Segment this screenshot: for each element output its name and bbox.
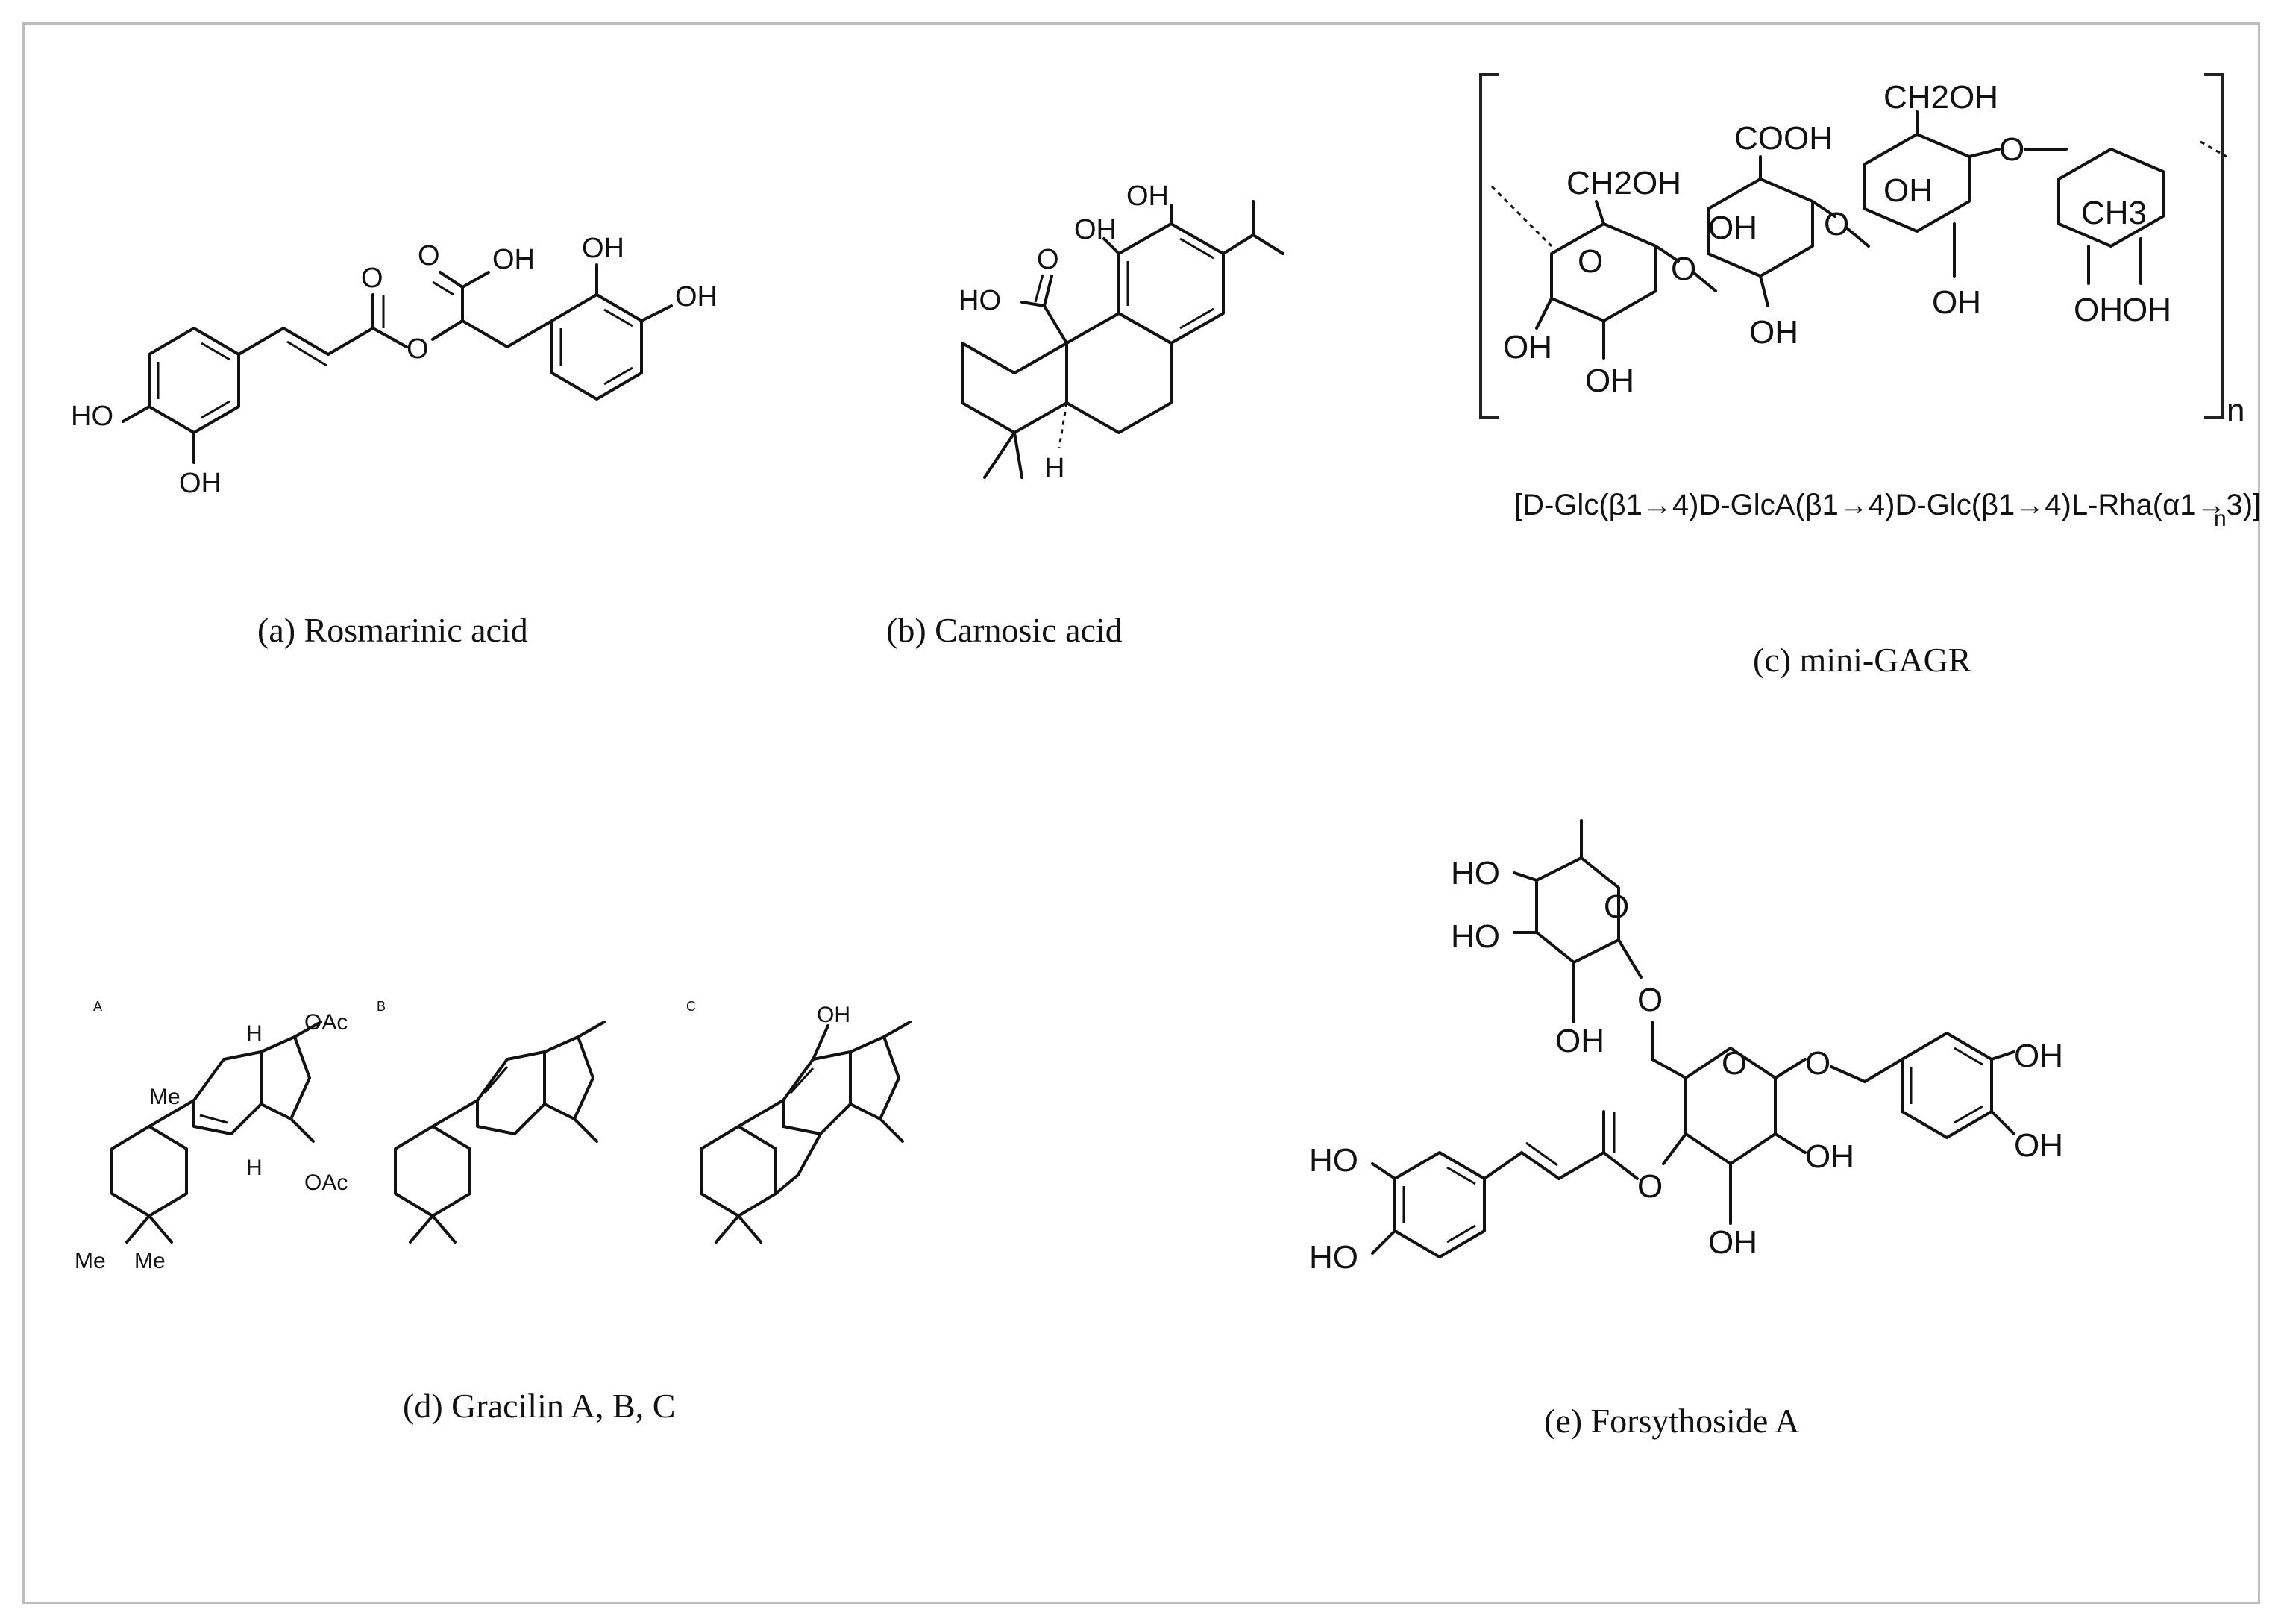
forsy-glc-oh-bottom: OH bbox=[1708, 1224, 1757, 1261]
gracilin-a-h-bottom: H bbox=[246, 1156, 263, 1180]
caption-rosmarinic-acid: (a) Rosmarinic acid bbox=[257, 611, 528, 649]
gagr-ch2oh-2: CH2OH bbox=[1883, 79, 1998, 116]
caption-carnosic-acid: (b) Carnosic acid bbox=[886, 611, 1123, 649]
forsy-ho-left-1: HO bbox=[1309, 1142, 1358, 1179]
rosmarinic-acid-oh-label: OH bbox=[492, 244, 535, 275]
rosmarinic-ester-o-label: O bbox=[361, 263, 383, 294]
forsy-glc-ring-o: O bbox=[1722, 1045, 1747, 1082]
forsy-glc-oh-right: OH bbox=[1805, 1138, 1854, 1175]
forsy-rha-ring-o: O bbox=[1604, 888, 1629, 925]
gracilin-c: OH bbox=[700, 1003, 912, 1244]
carnosic-h-label: H bbox=[1044, 453, 1064, 484]
caption-gracilin: (d) Gracilin A, B, C bbox=[403, 1387, 675, 1425]
gracilin-b bbox=[394, 1021, 606, 1244]
gagr-ch2oh-1: CH2OH bbox=[1566, 165, 1681, 201]
rosmarinic-acid-o-label: O bbox=[418, 240, 440, 272]
gagr-link-o-2: O bbox=[1824, 206, 1849, 242]
gagr-oh-3b: OH bbox=[1932, 284, 1981, 321]
gagr-link-o-3: O bbox=[1999, 131, 2024, 168]
gracilin-a-me-1: Me bbox=[75, 1249, 106, 1273]
carnosic-ho-label: HO bbox=[959, 285, 1001, 316]
forsy-ester-o: O bbox=[1637, 1168, 1663, 1205]
carnosic-oh-label-top: OH bbox=[1126, 181, 1169, 212]
gagr-oh-2b: OH bbox=[1749, 314, 1798, 351]
forsy-oh-right-1: OH bbox=[2014, 1038, 2063, 1074]
gagr-oh-4a: OH bbox=[2074, 292, 2123, 328]
gracilin-a-me-top: Me bbox=[149, 1085, 181, 1109]
gagr-oh-1a: OH bbox=[1503, 329, 1552, 366]
forsy-rha-oh: OH bbox=[1555, 1023, 1604, 1059]
carnosic-acid-structure: OH OH O HO H bbox=[959, 181, 1284, 484]
gracilin-a: Me Me Me OAc OAc H H bbox=[75, 1010, 348, 1273]
gagr-ring-o-1: O bbox=[1578, 243, 1603, 280]
gracilin-letter-c: C bbox=[686, 999, 696, 1014]
gracilin-letter-b: B bbox=[377, 999, 386, 1014]
forsythoside-a-structure: O HO HO OH O O O OH OH O O bbox=[1309, 819, 2063, 1276]
gracilin-a-me-2: Me bbox=[134, 1249, 166, 1273]
figure-frame bbox=[22, 22, 2260, 1604]
gagr-ch3: CH3 bbox=[2081, 195, 2147, 231]
forsy-rha-ho-2: HO bbox=[1451, 918, 1500, 955]
forsy-oh-right-2: OH bbox=[2014, 1127, 2063, 1164]
gracilin-structures: A B C Me Me Me OAc OAc H H bbox=[75, 999, 912, 1273]
rosmarinic-acid-structure: HO OH O O O OH OH OH bbox=[71, 233, 718, 499]
gagr-formula-subscript: n bbox=[2214, 507, 2227, 531]
rosmarinic-ho-label: HO bbox=[71, 401, 113, 432]
gagr-oh-3a: OH bbox=[1883, 172, 1933, 209]
gagr-link-o-1: O bbox=[1671, 251, 1696, 287]
rosmarinic-oh-label-right: OH bbox=[675, 281, 718, 313]
gracilin-letter-a: A bbox=[93, 999, 102, 1014]
gagr-formula: [D-Glc(β1→4)D-GlcA(β1→4)D-Glc(β1→4)L-Rha… bbox=[1514, 489, 2261, 521]
forsy-link-o-1: O bbox=[1637, 982, 1663, 1018]
caption-forsythoside-a: (e) Forsythoside A bbox=[1544, 1402, 1799, 1440]
forsy-link-o-2: O bbox=[1805, 1045, 1830, 1082]
gagr-oh-1b: OH bbox=[1585, 363, 1634, 399]
gagr-repeat-n: n bbox=[2227, 392, 2244, 429]
caption-mini-gagr: (c) mini-GAGR bbox=[1753, 641, 1971, 679]
gracilin-a-oac-top: OAc bbox=[304, 1010, 348, 1035]
rosmarinic-ester-o2-label: O bbox=[407, 333, 429, 365]
carnosic-oh-label-left: OH bbox=[1074, 214, 1117, 245]
gracilin-a-oac-bottom: OAc bbox=[304, 1170, 348, 1195]
gagr-cooh: COOH bbox=[1734, 120, 1833, 157]
rosmarinic-oh-label-lower: OH bbox=[179, 468, 222, 499]
mini-gagr-structure: n O CH2OH OH OH O COOH OH OH O CH2OH OH … bbox=[1479, 73, 2244, 429]
gracilin-c-oh: OH bbox=[817, 1003, 850, 1027]
gracilin-a-h-top: H bbox=[246, 1021, 263, 1046]
gagr-oh-2a: OH bbox=[1708, 210, 1757, 246]
forsy-ho-left-2: HO bbox=[1309, 1239, 1358, 1276]
carnosic-acid-o-label: O bbox=[1037, 244, 1059, 275]
rosmarinic-oh-label-top: OH bbox=[582, 233, 624, 264]
forsy-rha-ho-1: HO bbox=[1451, 855, 1500, 891]
gagr-oh-4b: OH bbox=[2122, 292, 2171, 328]
